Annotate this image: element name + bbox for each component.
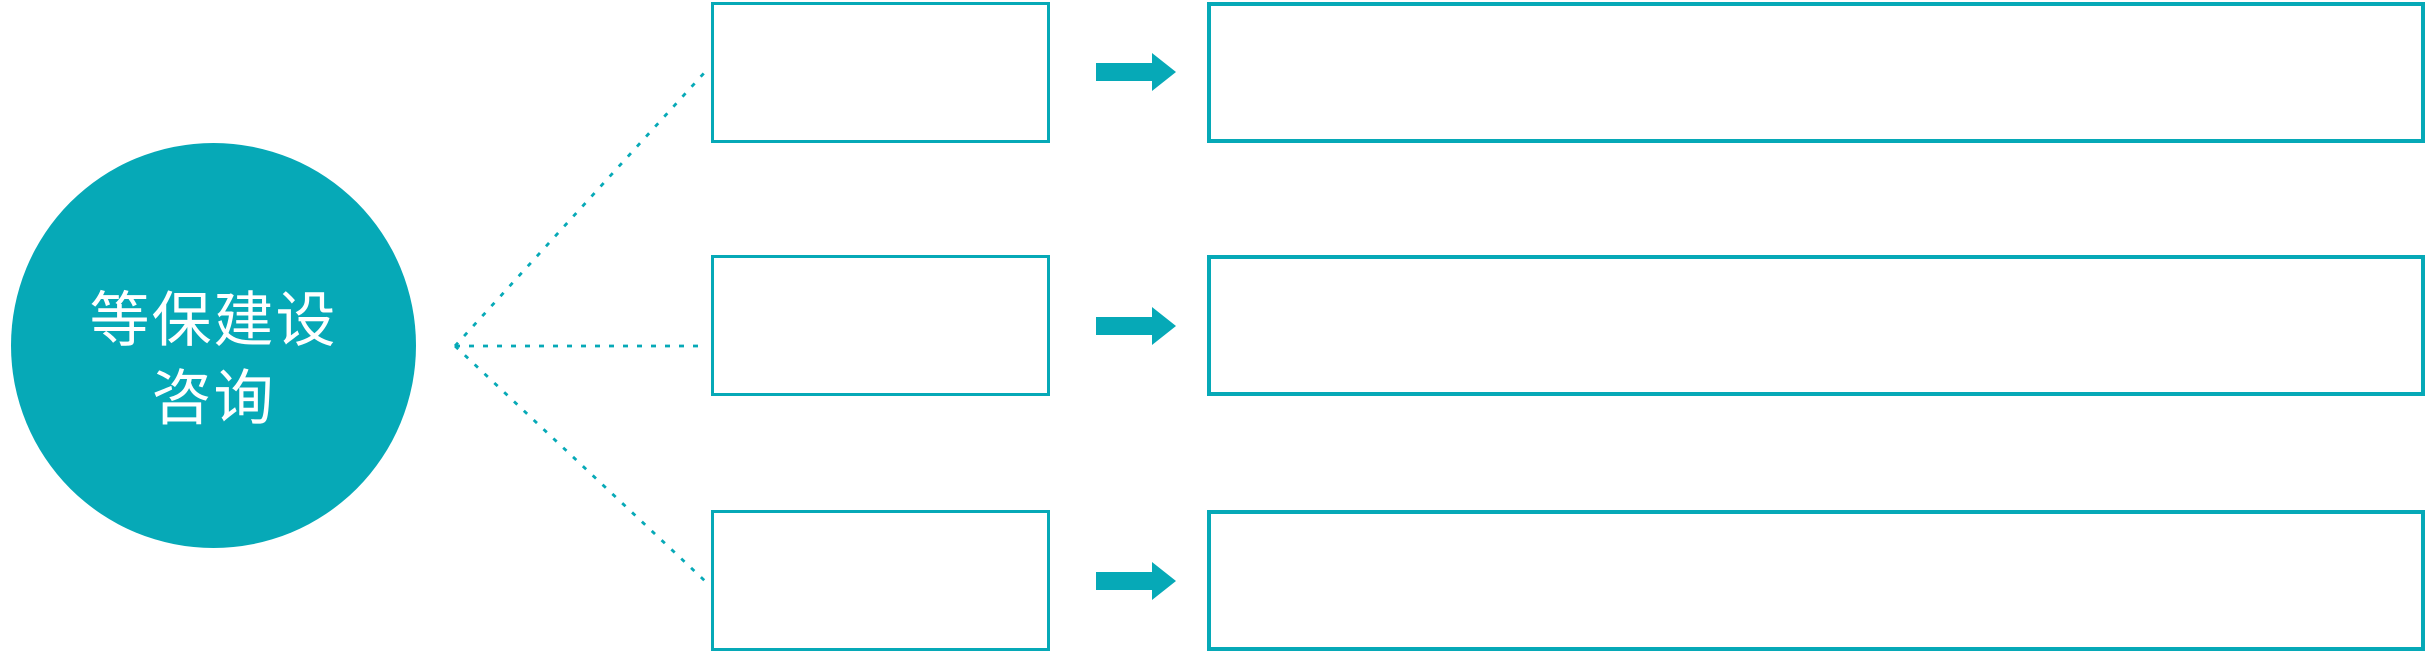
- branch-panel-3: [1207, 510, 2425, 651]
- dotted-line-connector-bottom: [454, 344, 706, 583]
- hub-circle: 等保建设 咨询: [11, 143, 416, 548]
- branch-panel-1: [1207, 2, 2425, 143]
- branch-box-3: [711, 510, 1050, 651]
- branch-panel-2: [1207, 255, 2425, 396]
- right-arrow-icon: [1096, 307, 1176, 345]
- right-arrow-icon: [1096, 53, 1176, 91]
- hub-label: 等保建设 咨询: [90, 282, 338, 438]
- hub-label-line1: 等保建设: [89, 286, 338, 354]
- dotted-line-connector-top: [453, 71, 707, 347]
- hub-label-line2: 咨询: [151, 364, 276, 432]
- right-arrow-icon: [1096, 562, 1176, 600]
- branch-box-2: [711, 255, 1050, 396]
- branch-box-1: [711, 2, 1050, 143]
